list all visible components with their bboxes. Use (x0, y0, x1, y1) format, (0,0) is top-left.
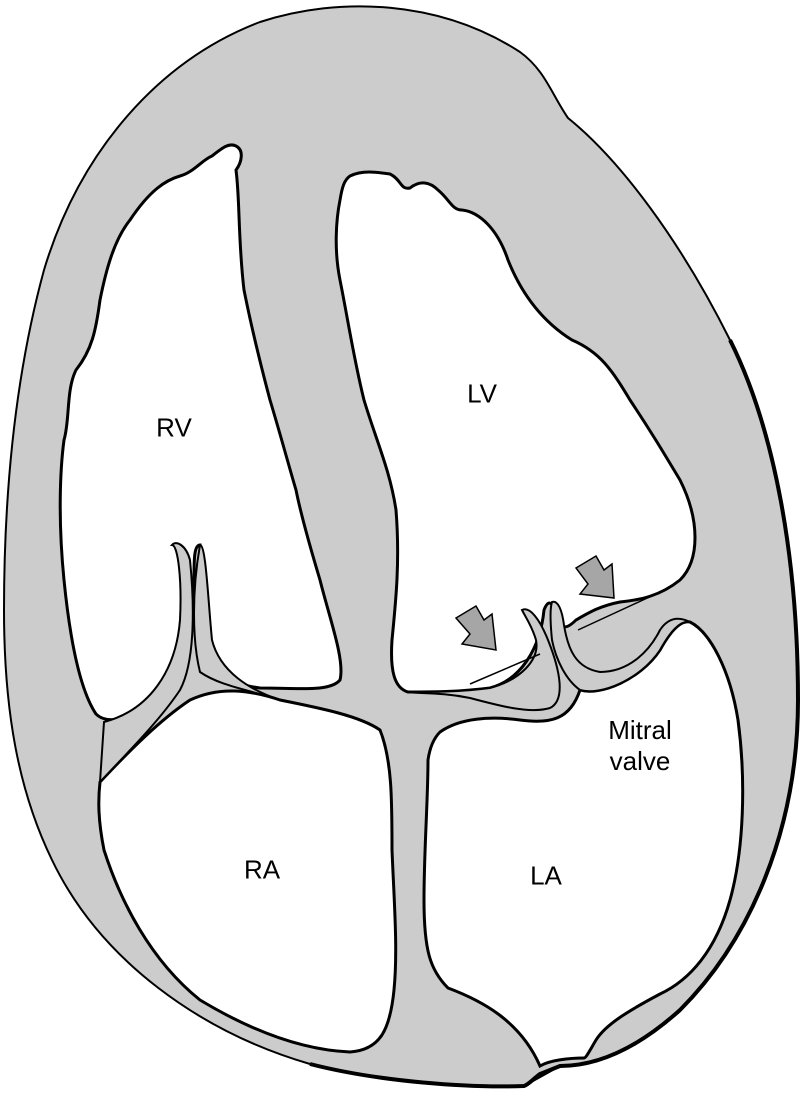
la-label: LA (530, 860, 562, 891)
tricuspid-leaflet-left (98, 542, 194, 785)
mitral-leaflet-posterior (549, 600, 691, 693)
ra-chamber (97, 689, 398, 1054)
mitral-valve-label-line2: valve (609, 746, 671, 776)
lv-label: LV (467, 378, 497, 409)
ra-label: RA (243, 854, 281, 885)
valve-plane-line-right (577, 593, 657, 631)
mitral-valve-label: Mitral valve (608, 715, 672, 777)
valve-plane-line-left (469, 653, 541, 685)
heart-wall-shadow (309, 339, 800, 1089)
mitral-leaflet-anterior (407, 608, 561, 712)
tricuspid-leaflet-right (193, 543, 281, 701)
rv-label: RV (156, 412, 192, 443)
mitral-valve-label-line1: Mitral (608, 715, 672, 745)
lv-chamber (334, 170, 697, 694)
arrow-down-right-icon (454, 604, 497, 651)
rv-chamber (58, 143, 343, 722)
arrow-down-right-icon (574, 554, 615, 599)
